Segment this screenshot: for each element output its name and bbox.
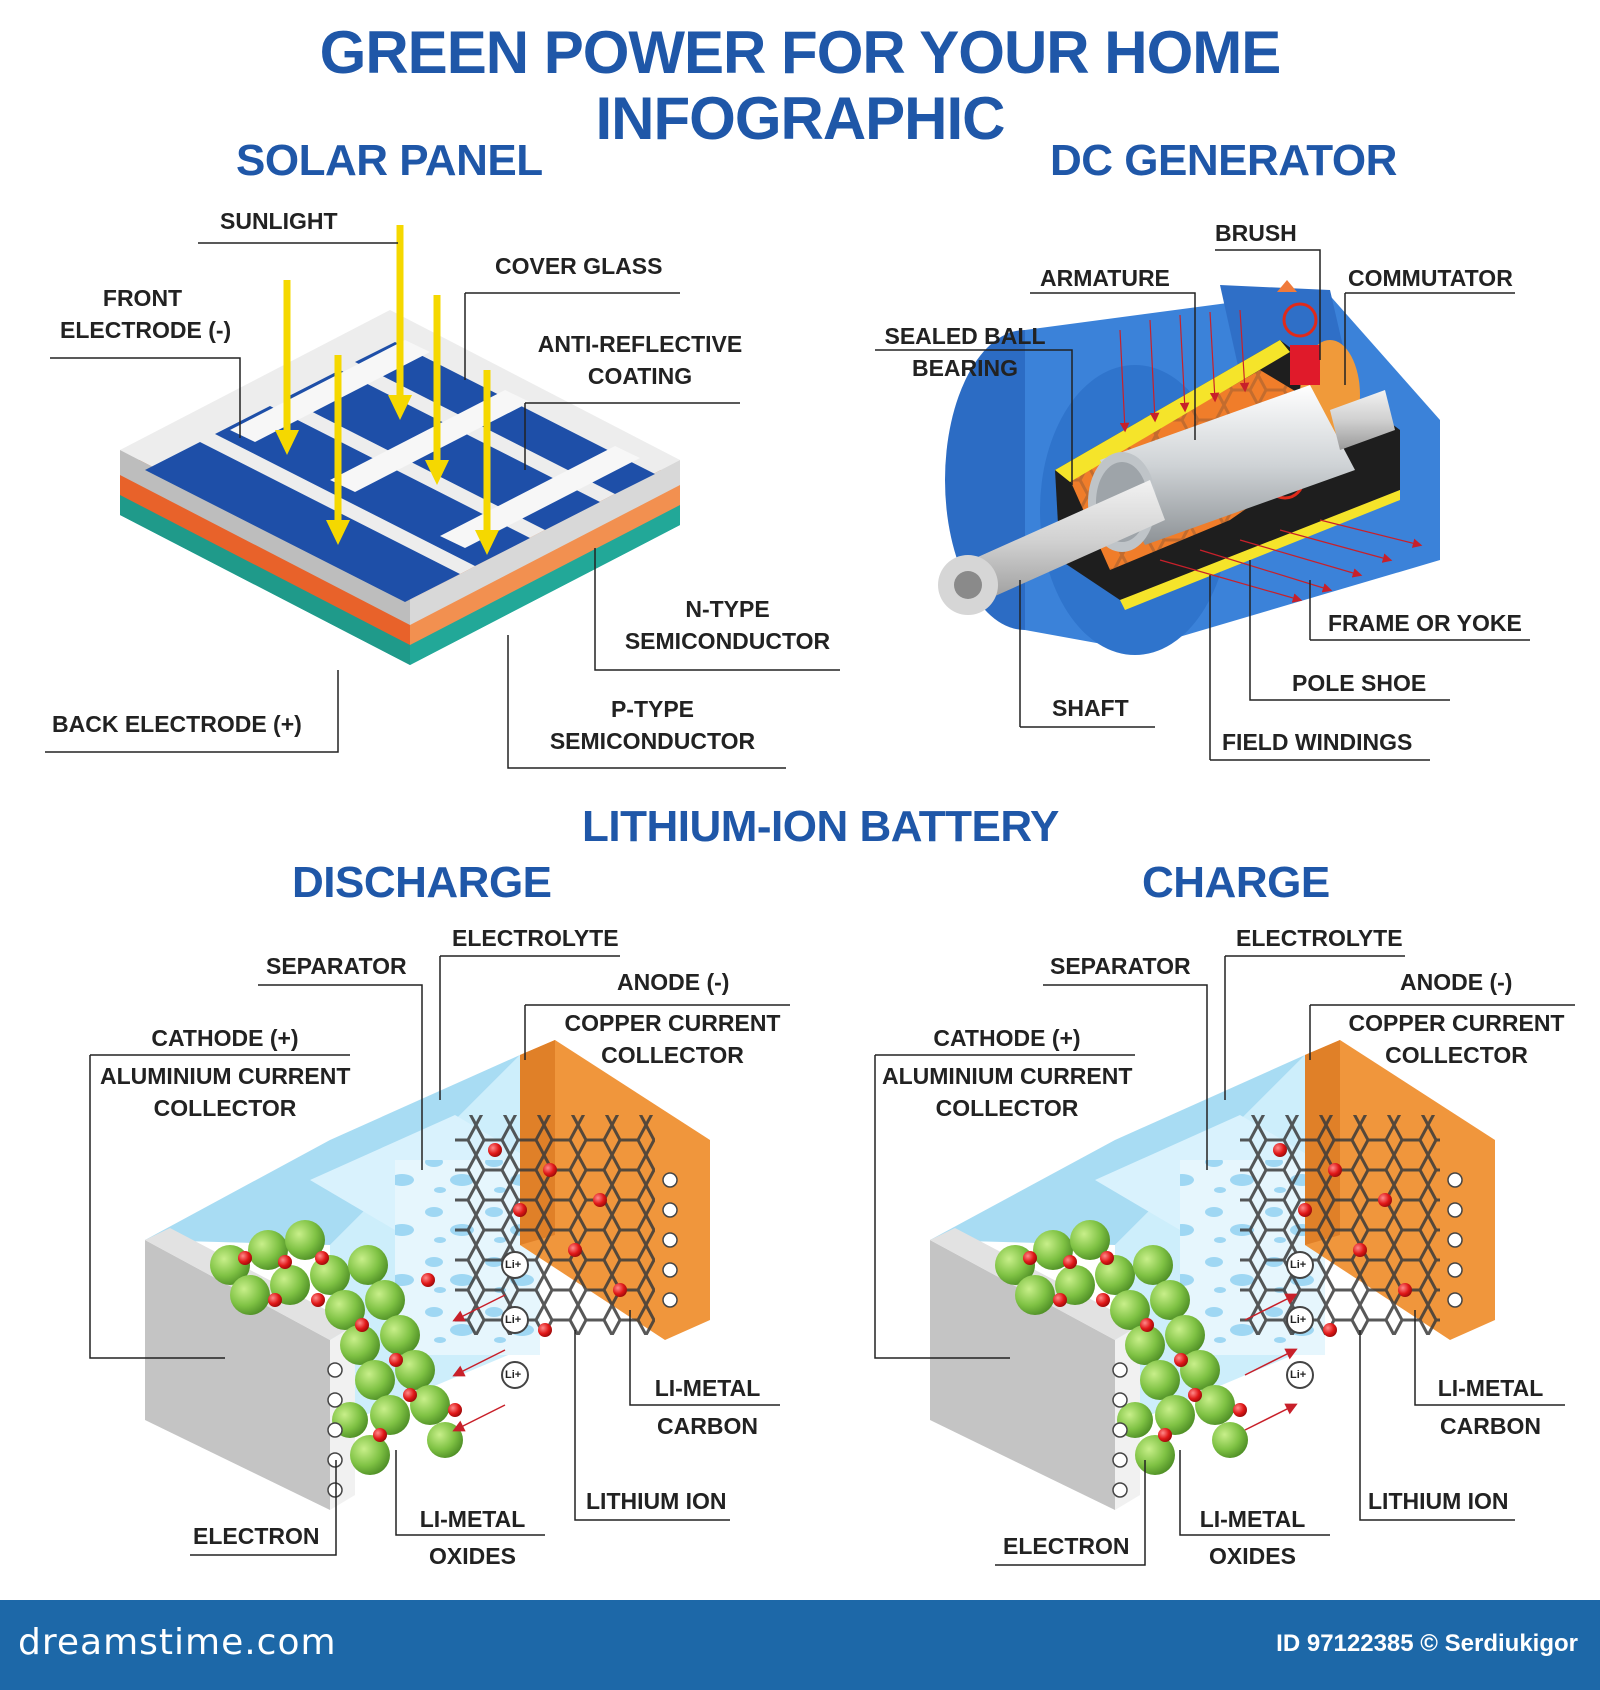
discharge-label-oxides-1: LI-METAL [419, 1506, 526, 1532]
label-commutator: COMMUTATOR [1348, 265, 1513, 291]
footer-credit: ID 97122385 © Serdiukigor [1276, 1630, 1578, 1657]
discharge-heading: DISCHARGE [292, 858, 552, 907]
battery-discharge-illustration [89, 955, 790, 1556]
charge-label-alu-1: ALUMINIUM CURRENT [882, 1063, 1133, 1089]
li-ion-symbol: Li+ [505, 1369, 522, 1381]
solar-panel-heading: SOLAR PANEL [236, 136, 543, 185]
label-sunlight: SUNLIGHT [220, 208, 338, 234]
label-armature: ARMATURE [1040, 265, 1170, 291]
discharge-label-li-carbon-2: CARBON [657, 1413, 758, 1439]
discharge-label-copper-2: COLLECTOR [601, 1042, 744, 1068]
infographic-illustrations [45, 225, 1575, 1566]
solar-panel-illustration [45, 225, 840, 769]
label-anti-reflective-1: ANTI-REFLECTIVE [537, 331, 743, 357]
charge-label-cathode: CATHODE (+) [933, 1025, 1081, 1051]
cathode-particles [210, 1220, 463, 1475]
label-cover-glass: COVER GLASS [495, 253, 663, 279]
charge-label-alu-2: COLLECTOR [935, 1095, 1079, 1121]
li-ion-symbol: Li+ [1290, 1314, 1307, 1326]
sunlight-arrows [275, 225, 499, 555]
li-ion-symbol: Li+ [505, 1314, 522, 1326]
charge-label-oxides-1: LI-METAL [1199, 1506, 1306, 1532]
discharge-label-separator: SEPARATOR [266, 953, 407, 979]
label-n-type-2: SEMICONDUCTOR [624, 628, 831, 654]
charge-label-oxides-2: OXIDES [1209, 1543, 1296, 1569]
label-sealed-ball-bearing-2: BEARING [911, 355, 1019, 381]
cathode-particles-charge [995, 1220, 1248, 1475]
label-frame-or-yoke: FRAME OR YOKE [1328, 610, 1522, 636]
page-title-line-1: GREEN POWER FOR YOUR HOME [319, 19, 1282, 86]
discharge-label-alu-1: ALUMINIUM CURRENT [100, 1063, 351, 1089]
label-p-type-1: P-TYPE [610, 696, 695, 722]
discharge-label-oxides-2: OXIDES [429, 1543, 516, 1569]
discharge-label-electrolyte: ELECTROLYTE [452, 925, 619, 951]
footer-brand[interactable]: dreamstime.com [18, 1622, 337, 1663]
dc-generator-illustration [875, 249, 1530, 761]
charge-label-lithium-ion: LITHIUM ION [1368, 1488, 1509, 1514]
label-anti-reflective-2: COATING [587, 363, 693, 389]
charge-label-electron: ELECTRON [1003, 1533, 1130, 1559]
li-ion-symbol: Li+ [1290, 1259, 1307, 1271]
li-ion-symbol: Li+ [1290, 1369, 1307, 1381]
label-shaft: SHAFT [1052, 695, 1129, 721]
label-brush: BRUSH [1215, 220, 1297, 246]
charge-label-li-carbon-1: LI-METAL [1437, 1375, 1544, 1401]
charge-label-copper-2: COLLECTOR [1385, 1042, 1528, 1068]
discharge-label-anode: ANODE (-) [617, 969, 730, 995]
li-ion-symbol: Li+ [505, 1259, 522, 1271]
charge-heading: CHARGE [1142, 858, 1330, 907]
discharge-label-copper-1: COPPER CURRENT [564, 1010, 781, 1036]
charge-label-anode: ANODE (-) [1400, 969, 1513, 995]
charge-label-copper-1: COPPER CURRENT [1348, 1010, 1565, 1036]
dc-generator-heading: DC GENERATOR [1050, 136, 1397, 185]
charge-label-electrolyte: ELECTROLYTE [1236, 925, 1403, 951]
footer-bar [0, 1600, 1600, 1690]
label-n-type-1: N-TYPE [685, 596, 770, 622]
discharge-label-electron: ELECTRON [193, 1523, 320, 1549]
label-front-electrode-1: FRONT [102, 285, 183, 311]
discharge-label-cathode: CATHODE (+) [151, 1025, 299, 1051]
label-p-type-2: SEMICONDUCTOR [549, 728, 756, 754]
discharge-label-li-carbon-1: LI-METAL [654, 1375, 761, 1401]
label-front-electrode-2: ELECTRODE (-) [60, 317, 232, 343]
battery-charge-illustration [874, 955, 1575, 1566]
page-title-line-2: INFOGRAPHIC [595, 85, 1006, 152]
label-sealed-ball-bearing-1: SEALED BALL [884, 323, 1046, 349]
battery-heading: LITHIUM-ION BATTERY [582, 802, 1059, 851]
charge-label-li-carbon-2: CARBON [1440, 1413, 1541, 1439]
label-pole-shoe: POLE SHOE [1292, 670, 1427, 696]
discharge-label-lithium-ion: LITHIUM ION [586, 1488, 727, 1514]
label-back-electrode: BACK ELECTRODE (+) [52, 711, 302, 737]
charge-label-separator: SEPARATOR [1050, 953, 1191, 979]
discharge-label-alu-2: COLLECTOR [153, 1095, 297, 1121]
label-field-windings: FIELD WINDINGS [1222, 729, 1413, 755]
